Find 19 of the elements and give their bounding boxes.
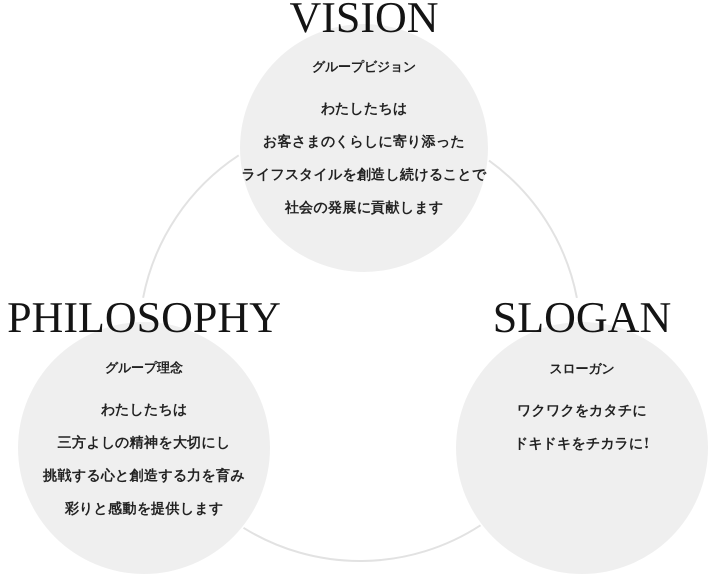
statement-line: 彩りと感動を提供します [64,500,224,519]
ring-arc [243,524,481,562]
section-subtitle: スローガン [550,361,614,379]
statement-line: お客さまのくらしに寄り添った [263,132,465,152]
statement-line: わたしたちは [320,100,408,119]
statement-line: ドキドキをチカラに! [514,435,650,454]
ring-arc [488,160,578,298]
statement-line: ライフスタイルを創造し続けることで [242,166,486,185]
section-title: SLOGAN [492,300,672,336]
statement-line: 三方よしの精神を大切にし [58,434,230,453]
section-title: PHILOSOPHY [7,300,281,336]
statement-line: ワクワクをカタチに [517,402,647,421]
section-title: VISION [289,0,439,36]
ring-arc [142,154,240,298]
section-subtitle: グループ理念 [105,360,183,378]
statement-line: 社会の発展に貢献します [284,199,444,218]
section-subtitle: グループビジョン [312,58,416,77]
statement-line: わたしたちは [100,401,188,420]
statement-line: 挑戦する心と創造する力を育み [43,466,245,486]
